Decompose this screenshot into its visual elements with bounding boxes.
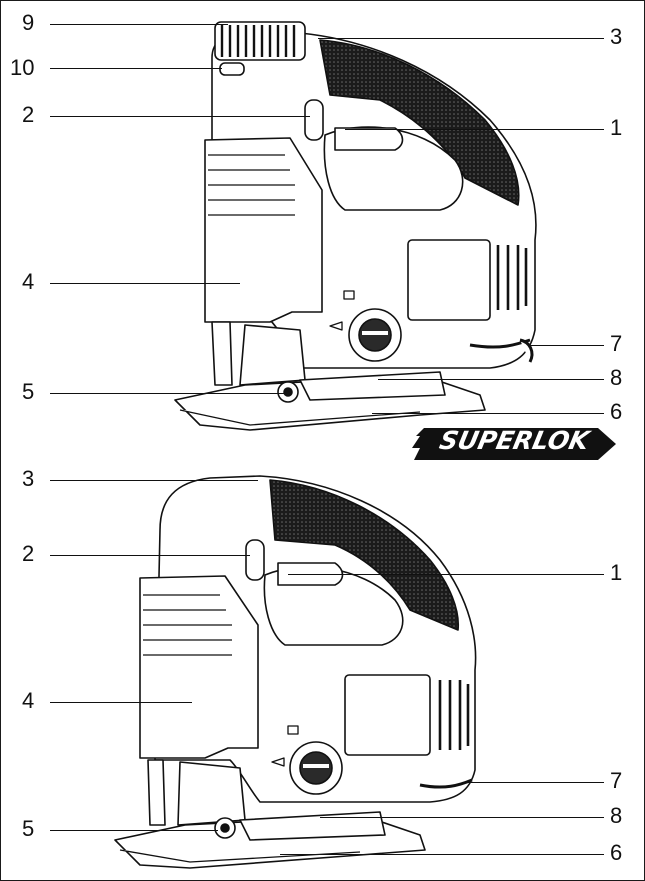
callout-label-1-bottom: 1 (610, 560, 623, 585)
leader-line-6-top (372, 413, 604, 414)
leader-line-5-bottom (50, 830, 218, 831)
grip-top (319, 39, 520, 206)
leader-line-6-bottom (280, 854, 604, 855)
callout-label-4-bottom: 4 (22, 688, 35, 713)
jigsaw-top (174, 21, 537, 431)
callout-label-8-bottom: 8 (610, 803, 623, 828)
callout-label-5-top: 5 (22, 379, 35, 404)
leader-line-4-bottom (50, 702, 192, 703)
callout-label-7-top: 7 (610, 331, 623, 356)
jigsaw-bottom (114, 475, 477, 869)
leader-line-10 (50, 68, 222, 69)
speed-dial-top (214, 21, 306, 61)
callout-label-7-bottom: 7 (610, 768, 623, 793)
leader-line-7-bottom (468, 782, 604, 783)
safety-switch-bottom (245, 539, 265, 581)
callout-label-3-bottom: 3 (22, 466, 35, 491)
motor-panel-top (407, 239, 491, 321)
callout-label-6-top: 6 (610, 399, 623, 424)
callout-label-6-bottom: 6 (610, 840, 623, 865)
superlok-logo-shape (412, 428, 616, 460)
vents-bottom (438, 680, 470, 750)
leader-line-7-top (528, 345, 604, 346)
leader-line-8-top (378, 379, 604, 380)
callout-label-9: 9 (22, 10, 35, 35)
callout-label-2-top: 2 (22, 102, 35, 127)
leader-line-5-top (50, 393, 286, 394)
vents-top (496, 245, 528, 310)
leader-line-3-bottom (50, 480, 258, 481)
leader-line-9 (50, 24, 228, 25)
leader-line-1-bottom (288, 574, 604, 575)
callout-label-5-bottom: 5 (22, 816, 35, 841)
lock-button-top (219, 62, 245, 76)
callout-label-8-top: 8 (610, 365, 623, 390)
callout-label-1-top: 1 (610, 115, 623, 140)
superlok-logo-text: SUPERLOK (436, 426, 592, 455)
callout-label-3-top: 3 (610, 24, 623, 49)
callout-label-4-top: 4 (22, 269, 35, 294)
leader-line-4-top (50, 283, 240, 284)
safety-switch-top (304, 99, 324, 141)
trigger-top (334, 127, 404, 151)
leader-line-1-top (345, 129, 604, 130)
leader-line-3-top (318, 38, 604, 39)
blade-guard-bottom (139, 575, 259, 759)
leader-line-8-bottom (320, 817, 604, 818)
leader-line-2-bottom (50, 555, 250, 556)
callout-label-2-bottom: 2 (22, 541, 35, 566)
leader-line-2-top (50, 116, 310, 117)
grip-bottom (269, 479, 460, 631)
blade-guard-top (204, 137, 323, 323)
callout-label-10: 10 (10, 55, 35, 80)
motor-panel-bottom (344, 674, 431, 756)
superlok-logo: SUPERLOK (410, 420, 620, 468)
